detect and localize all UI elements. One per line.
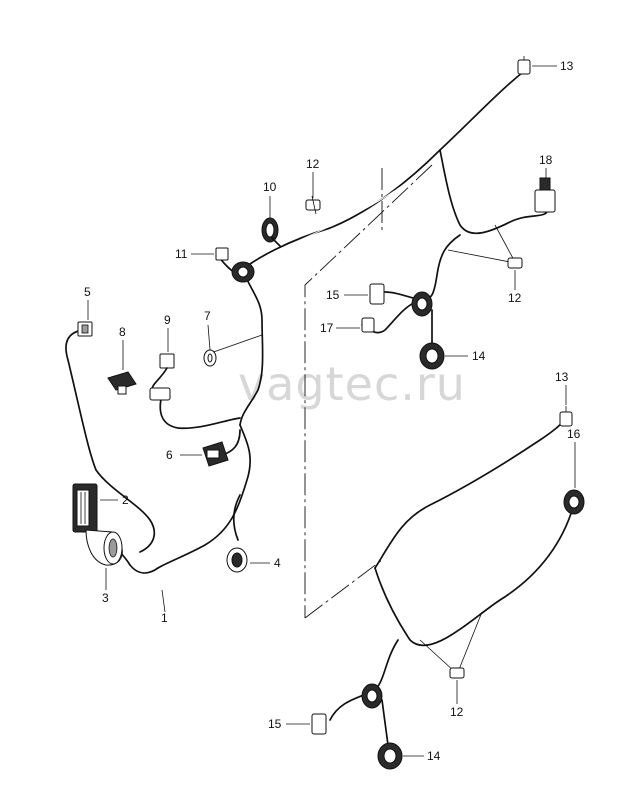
callout-2: 2 — [122, 493, 129, 507]
connector-item-15-lower — [311, 713, 327, 735]
grommet-item-4 — [226, 547, 248, 573]
callout-10: 10 — [263, 180, 277, 194]
callout-18: 18 — [539, 153, 553, 167]
connector-item-6 — [202, 441, 229, 467]
callout-6: 6 — [166, 448, 173, 462]
callout-7: 7 — [204, 309, 211, 323]
lower-right-harness — [329, 419, 576, 746]
main-harness — [65, 71, 524, 574]
socket-housing-item-2 — [72, 483, 98, 533]
switch-item-8 — [107, 371, 137, 395]
callout-16: 16 — [567, 427, 581, 441]
callout-17: 17 — [320, 321, 334, 335]
grommet-item-10 — [261, 217, 281, 247]
callout-15-upper: 15 — [326, 288, 340, 302]
connector-item-13-upper — [517, 56, 531, 75]
clip-item-12-upper — [305, 195, 321, 215]
grommet-main — [231, 261, 255, 283]
grommet-item-14-upper — [419, 342, 445, 370]
section-divider — [304, 164, 433, 619]
callout-15-lower: 15 — [268, 717, 282, 731]
clip-item-12-right — [507, 257, 523, 269]
callout-13-lower: 13 — [555, 370, 569, 384]
callout-9: 9 — [164, 313, 171, 327]
grommet-lower-right — [361, 683, 383, 709]
connector-item-13-lower — [559, 406, 573, 427]
connector-item-5 — [77, 321, 93, 337]
grommet-upper-right — [411, 291, 433, 317]
callout-3: 3 — [102, 591, 109, 605]
callout-12-upper: 12 — [306, 157, 320, 171]
callout-11: 11 — [175, 247, 188, 261]
callout-numbers: 1 2 3 4 5 6 7 8 9 10 11 12 12 12 13 13 1… — [84, 59, 581, 763]
grommet-item-3 — [85, 529, 123, 566]
callout-8: 8 — [119, 325, 126, 339]
connector-item-17 — [361, 317, 375, 333]
connector-item-16 — [563, 489, 585, 515]
callout-13-upper: 13 — [560, 59, 574, 73]
grommet-item-14-lower — [377, 742, 403, 770]
callout-5: 5 — [84, 285, 91, 299]
connector-item-15-upper — [369, 283, 385, 305]
connector-item-11 — [215, 247, 229, 261]
callout-1: 1 — [161, 611, 168, 625]
leader-lines — [87, 65, 576, 757]
callout-14-lower: 14 — [427, 749, 441, 763]
clip-item-12-lower — [449, 667, 465, 679]
clip-item-7 — [203, 349, 217, 367]
callout-14-upper: 14 — [472, 349, 486, 363]
connector-item-9 — [149, 353, 175, 401]
callout-4: 4 — [274, 556, 281, 570]
callout-12-lower: 12 — [450, 705, 464, 719]
upper-right-harness — [361, 149, 549, 351]
callout-12-right: 12 — [508, 291, 522, 305]
relay-item-18 — [534, 177, 556, 213]
